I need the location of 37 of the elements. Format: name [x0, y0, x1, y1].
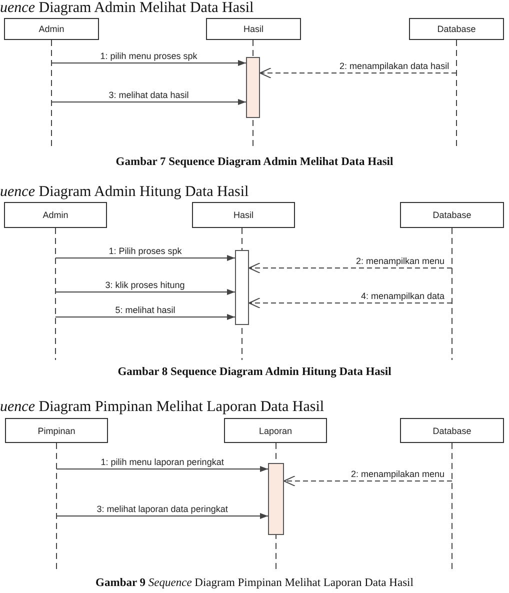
return-message-arrow: [248, 298, 452, 308]
message-label: 1: Pilih proses spk: [108, 246, 183, 256]
message-label: 1: pilih menu laporan peringkat: [100, 457, 225, 467]
figure-caption: Gambar 8 Sequence Diagram Admin Hitung Data Hasil: [116, 366, 392, 378]
message-arrow: [55, 314, 236, 320]
section-heading: uence Diagram Admin Melihat Data Hasil: [0, 0, 254, 17]
return-message-arrow: [260, 68, 457, 78]
participant-box: Hasil: [192, 202, 295, 228]
section-heading: uence Diagram Pimpinan Melihat Laporan Data Hasil: [0, 399, 324, 416]
figure-caption: Gambar 9 Sequence Diagram Pimpinan Melihat Laporan Data Hasil: [94, 577, 414, 589]
message-arrow: [56, 513, 268, 519]
message-arrow: [55, 289, 236, 295]
message-arrow: [51, 60, 246, 66]
message-label: 2: menampilakan data hasil: [338, 61, 450, 71]
participant-box: Laporan: [224, 418, 327, 443]
figure-caption: Gambar 7 Sequence Diagram Admin Melihat Data Hasil: [114, 156, 394, 168]
participant-box: Database: [400, 418, 504, 443]
message-label: 3: melihat laporan data peringkat: [96, 504, 229, 514]
message-label: 3: klik proses hitung: [104, 280, 186, 290]
message-label: 2: menampilakan menu: [350, 469, 446, 479]
participant-box: Admin: [4, 202, 107, 228]
message-label: 4: menampilkan data: [360, 291, 446, 301]
message-arrow: [55, 255, 236, 261]
message-label: 3: melihat data hasil: [108, 90, 190, 100]
participant-box: Hasil: [206, 18, 301, 40]
message-label: 2: menampilkan menu: [355, 256, 446, 266]
participant-box: Database: [409, 18, 504, 40]
message-label: 5: melihat hasil: [114, 305, 176, 315]
message-label: 1: pilih menu proses spk: [99, 51, 198, 61]
return-message-arrow: [248, 262, 452, 274]
message-arrow: [56, 466, 268, 472]
participant-box: Admin: [4, 18, 99, 40]
participant-box: Database: [400, 202, 504, 228]
participant-box: Pimpinan: [5, 418, 108, 443]
message-arrow: [51, 99, 246, 105]
section-heading: uence Diagram Admin Hitung Data Hasil: [0, 184, 249, 201]
return-message-arrow: [284, 476, 452, 486]
